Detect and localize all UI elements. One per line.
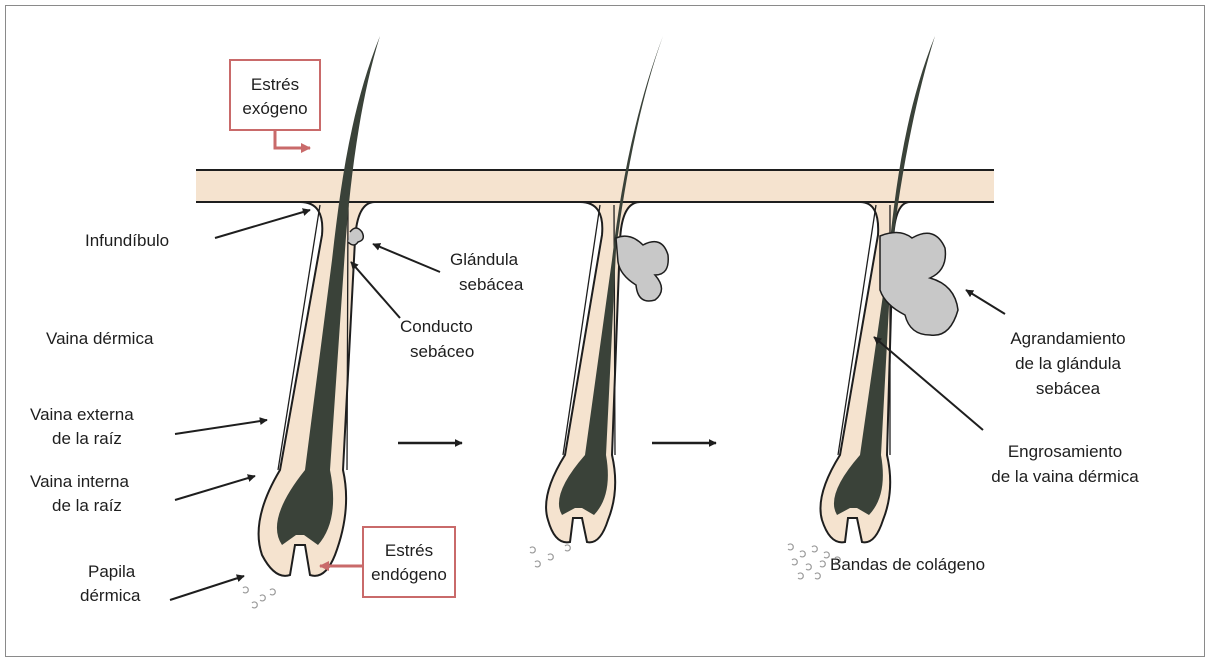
label-vaina-interna-1: Vaina interna — [30, 472, 129, 491]
label-agrandamiento-3: sebácea — [1036, 379, 1101, 398]
label-papila-2: dérmica — [80, 586, 141, 605]
skin-layer — [196, 170, 994, 202]
stress-exo-line-2: exógeno — [242, 99, 307, 118]
label-vaina-externa-1: Vaina externa — [30, 405, 134, 424]
label-glandula-1: Glándula — [450, 250, 519, 269]
follicle-thickened — [820, 36, 958, 542]
label-bandas-colageno: Bandas de colágeno — [830, 555, 985, 574]
label-vaina-externa-2: de la raíz — [52, 429, 122, 448]
stress-endo-line-1: Estrés — [385, 541, 433, 560]
label-vaina-interna-2: de la raíz — [52, 496, 122, 515]
label-engrosamiento-1: Engrosamiento — [1008, 442, 1122, 461]
label-agrandamiento-1: Agrandamiento — [1010, 329, 1125, 348]
label-engrosamiento-2: de la vaina dérmica — [991, 467, 1139, 486]
stress-endo-line-2: endógeno — [371, 565, 447, 584]
label-conducto-1: Conducto — [400, 317, 473, 336]
exogenous-stress-box: Estrés exógeno — [230, 60, 320, 148]
label-infundibulo: Infundíbulo — [85, 231, 169, 250]
label-glandula-2: sebácea — [459, 275, 524, 294]
label-conducto-2: sebáceo — [410, 342, 474, 361]
label-agrandamiento-2: de la glándula — [1015, 354, 1121, 373]
stress-exo-line-1: Estrés — [251, 75, 299, 94]
label-vaina-dermica: Vaina dérmica — [46, 329, 154, 348]
label-papila-1: Papila — [88, 562, 136, 581]
follicle-middle — [546, 36, 668, 542]
